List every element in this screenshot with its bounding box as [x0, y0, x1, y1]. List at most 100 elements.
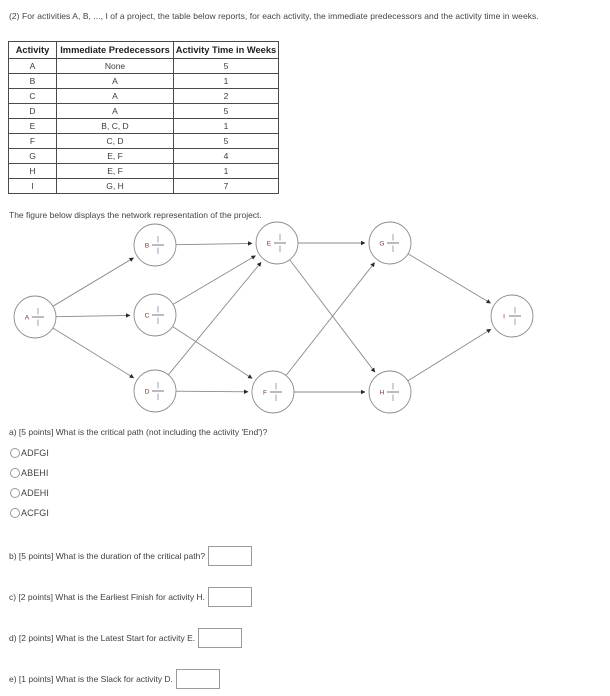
- cell-time: 1: [173, 163, 279, 179]
- edge-c-to-e: [172, 255, 256, 305]
- cell-time: 5: [173, 58, 279, 74]
- activity-table: Activity Immediate Predecessors Activity…: [8, 41, 279, 194]
- cell-time: 1: [173, 118, 279, 134]
- cell-activity: C: [8, 88, 57, 104]
- critical-path-option-list[interactable]: ADFGI ABEHI ADEHI ACFGI: [10, 443, 310, 523]
- edge-d-to-e: [168, 261, 262, 376]
- cell-predecessors: A: [56, 73, 174, 89]
- edge-h-to-i: [407, 328, 492, 382]
- question-e-text: e) [1 points] What is the Slack for acti…: [9, 674, 173, 684]
- option-adfgi[interactable]: ADFGI: [10, 443, 310, 463]
- node-label: G: [379, 240, 384, 247]
- node-label: H: [380, 389, 385, 396]
- slack-d-input[interactable]: [175, 669, 220, 689]
- cell-time: 1: [173, 73, 279, 89]
- edge-b-to-e: [175, 241, 253, 246]
- node-label: D: [145, 388, 150, 395]
- cell-predecessors: E, F: [56, 148, 174, 164]
- edge-a-to-d: [52, 327, 135, 379]
- column-header-activity-time: Activity Time in Weeks: [173, 41, 279, 59]
- radio-button-icon[interactable]: [10, 488, 20, 498]
- cell-activity: G: [8, 148, 57, 164]
- cell-activity: A: [8, 58, 57, 74]
- node-f: F: [251, 370, 295, 414]
- cell-predecessors: G, H: [56, 178, 174, 194]
- cell-time: 7: [173, 178, 279, 194]
- radio-button-icon[interactable]: [10, 448, 20, 458]
- cell-time: 5: [173, 103, 279, 119]
- column-header-predecessors: Immediate Predecessors: [56, 41, 174, 59]
- cell-time: 4: [173, 148, 279, 164]
- table-header-row: Activity Immediate Predecessors Activity…: [8, 41, 279, 59]
- node-layer: A B C D E F G H I: [13, 221, 534, 414]
- option-label: ACFGI: [21, 508, 50, 518]
- option-label: ADFGI: [21, 448, 50, 458]
- edge-a-to-b: [52, 257, 134, 307]
- question-d-row: d) [2 points] What is the Latest Start f…: [9, 628, 243, 648]
- problem-statement: (2) For activities A, B, ..., I of a pro…: [9, 11, 539, 21]
- edge-d-to-f: [175, 389, 249, 395]
- edge-a-to-c: [55, 313, 131, 318]
- node-d: D: [133, 369, 177, 413]
- radio-button-icon[interactable]: [10, 508, 20, 518]
- cell-predecessors: None: [56, 58, 174, 74]
- question-b-row: b) [5 points] What is the duration of th…: [9, 546, 253, 566]
- node-c: C: [133, 293, 177, 337]
- question-a-text: a) [5 points] What is the critical path …: [9, 427, 268, 437]
- cell-activity: H: [8, 163, 57, 179]
- figure-caption: The figure below displays the network re…: [9, 210, 262, 220]
- network-diagram: A B C D E F G H I: [0, 215, 610, 420]
- option-abehi[interactable]: ABEHI: [10, 463, 310, 483]
- option-adehi[interactable]: ADEHI: [10, 483, 310, 503]
- option-acfgi[interactable]: ACFGI: [10, 503, 310, 523]
- node-i: I: [490, 294, 534, 338]
- latest-start-e-input[interactable]: [198, 628, 243, 648]
- node-a: A: [13, 295, 57, 339]
- edge-c-to-f: [172, 326, 253, 379]
- option-label: ABEHI: [21, 468, 49, 478]
- cell-activity: D: [8, 103, 57, 119]
- node-label: I: [503, 313, 505, 320]
- cell-predecessors: C, D: [56, 133, 174, 149]
- cell-time: 5: [173, 133, 279, 149]
- node-label: E: [267, 240, 272, 247]
- node-e: E: [255, 221, 299, 265]
- node-label: F: [263, 389, 267, 396]
- question-c-text: c) [2 points] What is the Earliest Finis…: [9, 592, 206, 602]
- question-c-row: c) [2 points] What is the Earliest Finis…: [9, 587, 253, 607]
- cell-activity: I: [8, 178, 57, 194]
- cell-predecessors: A: [56, 88, 174, 104]
- node-label: A: [25, 314, 30, 321]
- cell-predecessors: B, C, D: [56, 118, 174, 134]
- cell-time: 2: [173, 88, 279, 104]
- question-e-row: e) [1 points] What is the Slack for acti…: [9, 669, 220, 689]
- question-b-text: b) [5 points] What is the duration of th…: [9, 551, 206, 561]
- critical-path-duration-input[interactable]: [208, 546, 253, 566]
- question-d-text: d) [2 points] What is the Latest Start f…: [9, 633, 196, 643]
- node-h: H: [368, 370, 412, 414]
- cell-activity: F: [8, 133, 57, 149]
- node-g: G: [368, 221, 412, 265]
- cell-activity: E: [8, 118, 57, 134]
- network-diagram-svg: A B C D E F G H I: [13, 221, 534, 414]
- earliest-finish-h-input[interactable]: [208, 587, 253, 607]
- edge-f-to-g: [285, 262, 375, 376]
- column-header-activity: Activity: [8, 41, 57, 59]
- cell-activity: B: [8, 73, 57, 89]
- edge-layer: [52, 240, 492, 395]
- node-label: B: [145, 242, 150, 249]
- cell-predecessors: A: [56, 103, 174, 119]
- radio-button-icon[interactable]: [10, 468, 20, 478]
- node-label: C: [145, 312, 150, 319]
- node-b: B: [133, 223, 177, 267]
- edge-g-to-i: [407, 253, 491, 304]
